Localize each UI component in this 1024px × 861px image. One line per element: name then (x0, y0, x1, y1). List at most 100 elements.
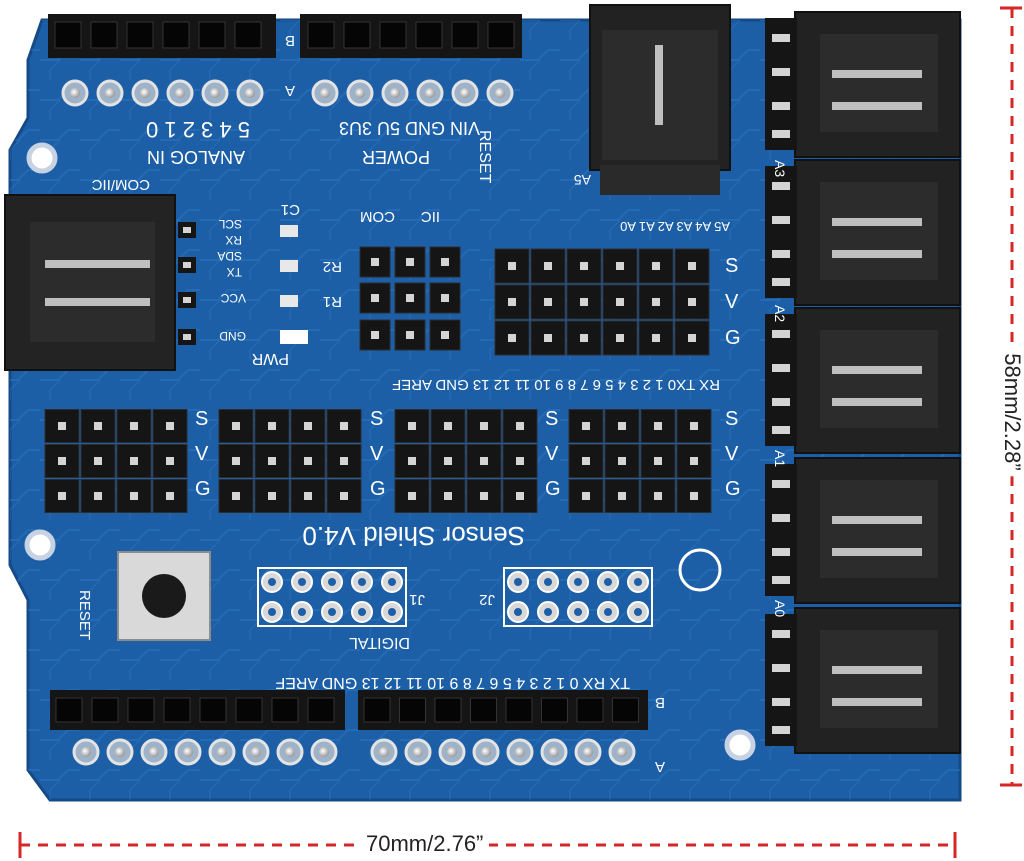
j2-hole (574, 578, 582, 586)
jst-pin (772, 130, 790, 138)
analog-pin (652, 298, 660, 306)
pin (371, 331, 379, 339)
pin-head (481, 747, 491, 757)
pin (371, 294, 379, 302)
v-label-d4: V (725, 443, 739, 465)
s-label-d3: S (545, 408, 558, 430)
pin-head (617, 747, 627, 757)
digital-group-3-pin (444, 457, 452, 465)
pin-head (495, 88, 505, 98)
digital-group-2-pin (304, 457, 312, 465)
analog-in-label: ANALOG IN (147, 147, 245, 167)
height-dimension-line (1000, 6, 1022, 787)
fs-logo (678, 548, 722, 592)
jst-pin (772, 398, 790, 406)
digital-group-1-pin (166, 492, 174, 500)
v-label-d2: V (370, 443, 384, 465)
digital-group-4-pin (654, 457, 662, 465)
j1-hole (388, 578, 396, 586)
v-label-d3: V (545, 443, 559, 465)
pin-head (183, 747, 193, 757)
pin-head (320, 88, 330, 98)
digital-group-4-pin (618, 457, 626, 465)
jst-pin (772, 68, 790, 76)
jst-pin (772, 364, 790, 372)
jst-pin-bar (832, 250, 922, 258)
analog-pin (652, 334, 660, 342)
header-slot (363, 697, 391, 723)
digital-group-3-pin (480, 422, 488, 430)
digital-group-2-pin (340, 457, 348, 465)
header-slot (234, 21, 262, 49)
right-jst-connectors (765, 11, 961, 754)
analog-pin (544, 262, 552, 270)
iic-label: IIC (421, 208, 440, 225)
j1-hole (268, 578, 276, 586)
width-dimension-line (18, 832, 957, 858)
header-slot (379, 21, 407, 49)
mounting-hole (724, 729, 756, 761)
analog-pin (616, 298, 624, 306)
header-slot (612, 697, 639, 723)
header-slot (271, 697, 299, 723)
jst-pin (772, 664, 790, 672)
digital-group-3-pin (516, 422, 524, 430)
analog-pin (580, 262, 588, 270)
smd-area: C1 R2 R1 PWR SCL RX SDA TX VCC GND COM I… (217, 201, 440, 367)
digital-group-4-pin (690, 422, 698, 430)
power-label: POWER (362, 147, 430, 167)
header-slot (198, 21, 226, 49)
header-slot (541, 697, 568, 723)
s-label-d4: S (725, 408, 738, 430)
pin-head (515, 747, 525, 757)
digital-group-4-pin (618, 422, 626, 430)
header-slot (54, 21, 82, 49)
a2-label: A2 (772, 305, 788, 322)
pin-head (149, 747, 159, 757)
pin-head (425, 88, 435, 98)
digital-group-4-pin (582, 422, 590, 430)
jst-pin-bar (832, 366, 922, 374)
pin-head (319, 747, 329, 757)
pin-head (460, 88, 470, 98)
digital-group-4-pin (690, 492, 698, 500)
pin (441, 294, 449, 302)
header-slot (505, 697, 533, 723)
pin-head (70, 88, 80, 98)
header-slot (399, 697, 426, 723)
pin-head (413, 747, 423, 757)
digital-group-2-pin (268, 492, 276, 500)
digital-group-1-pin (58, 457, 66, 465)
digital-group-3-pin (408, 492, 416, 500)
header-slot (235, 697, 263, 723)
header-slot (90, 21, 118, 49)
header-slot (127, 697, 155, 723)
pin-block (429, 319, 461, 351)
digital-group-1-pin (94, 492, 102, 500)
pin (371, 258, 379, 266)
digital-group-4-pin (654, 422, 662, 430)
digital-group-2-pin (268, 422, 276, 430)
digital-group-2-pin (232, 422, 240, 430)
bottom-pin-row (72, 738, 636, 766)
j2-hole (514, 608, 522, 616)
digital-group-1-pin (58, 422, 66, 430)
pin-block (394, 246, 426, 278)
pin-head (245, 88, 255, 98)
com-iic-connector (4, 194, 196, 371)
a-label-top: A (285, 82, 295, 99)
analog-pin (580, 298, 588, 306)
r2-resistor (280, 260, 298, 272)
digital-group-4-pin (618, 492, 626, 500)
analog-pin (652, 262, 660, 270)
header-slot (307, 697, 335, 723)
pin-head (390, 88, 400, 98)
digital-row-label: RX TX0 1 2 3 4 5 6 7 8 9 10 11 12 13 GND… (392, 376, 720, 393)
jst-pin (772, 102, 790, 110)
jst-inner (820, 34, 938, 132)
digital-group-1-pin (130, 492, 138, 500)
analog-pin (544, 334, 552, 342)
j2-outline (503, 567, 653, 627)
c1-label: C1 (281, 201, 300, 218)
